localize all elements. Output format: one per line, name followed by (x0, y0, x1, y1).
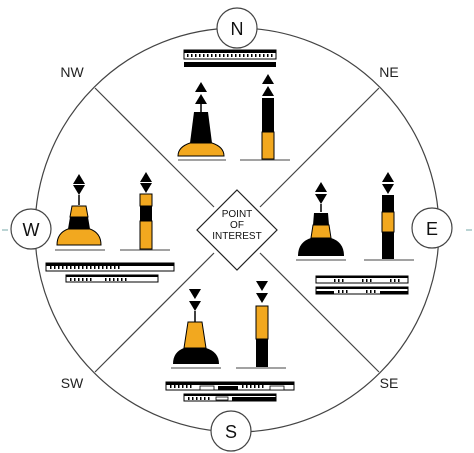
divider-ne (259, 87, 380, 208)
poi-line-3: INTEREST (212, 231, 261, 242)
southeast-label: SE (380, 375, 399, 391)
northeast-label: NE (379, 64, 398, 80)
north-label: N (231, 19, 244, 39)
point-of-interest: POINT OF INTEREST (196, 189, 278, 271)
divider-nw (94, 87, 215, 208)
south-marker: S (210, 410, 252, 452)
divider-se (259, 252, 380, 373)
east-label: E (426, 219, 438, 239)
poi-line-2: OF (230, 220, 244, 231)
west-cardinal-mark (45, 172, 175, 283)
east-cardinal-mark (296, 172, 414, 295)
north-cardinal-mark (177, 49, 290, 161)
poi-line-1: POINT (222, 209, 253, 220)
west-label: W (23, 220, 40, 240)
east-marker: E (411, 207, 453, 249)
west-marker: W (10, 208, 52, 250)
northwest-label: NW (60, 64, 84, 80)
south-cardinal-mark (165, 281, 295, 402)
north-marker: N (216, 7, 258, 49)
southwest-label: SW (61, 375, 84, 391)
south-label: S (225, 422, 237, 442)
divider-sw (94, 252, 215, 373)
